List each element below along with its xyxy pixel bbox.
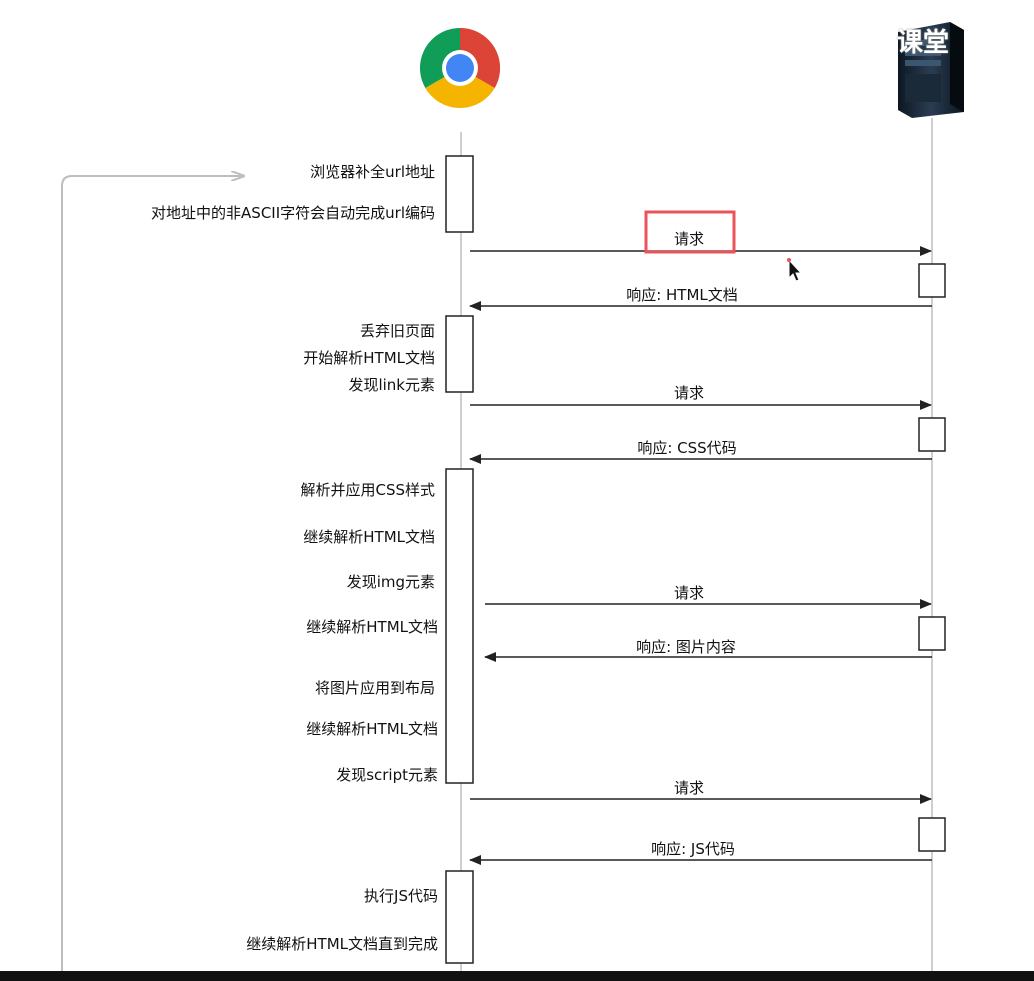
message-label-request: 请求 xyxy=(673,584,705,602)
mouse-cursor-icon xyxy=(787,258,803,282)
browser-activation-2 xyxy=(445,315,474,393)
step-label: 继续解析HTML文档直到完成 xyxy=(246,935,438,953)
message-label-request: 请求 xyxy=(673,384,705,402)
step-label: 浏览器补全url地址 xyxy=(310,163,435,181)
message-label-response: 响应: CSS代码 xyxy=(637,439,737,457)
browser-activation-4 xyxy=(445,870,474,964)
watermark: 课堂 xyxy=(897,28,950,58)
step-label: 发现script元素 xyxy=(336,766,438,784)
loop-arrow xyxy=(61,176,244,972)
server-activation-1 xyxy=(918,263,946,298)
browser-activation-1 xyxy=(445,155,474,233)
server-tower-icon xyxy=(898,22,964,118)
chrome-browser-icon xyxy=(420,28,500,108)
step-label: 将图片应用到布局 xyxy=(314,679,435,697)
message-label-response: 响应: 图片内容 xyxy=(636,638,736,656)
step-label: 执行JS代码 xyxy=(364,887,438,905)
server-activation-4 xyxy=(918,817,946,852)
browser-activation-3 xyxy=(445,468,474,784)
step-label: 开始解析HTML文档 xyxy=(303,349,435,367)
step-label: 解析并应用CSS样式 xyxy=(300,481,435,499)
message-label-response: 响应: JS代码 xyxy=(651,840,735,858)
step-label: 继续解析HTML文档 xyxy=(306,720,438,738)
step-label: 丢弃旧页面 xyxy=(359,322,435,340)
server-activation-2 xyxy=(918,417,946,452)
step-label: 对地址中的非ASCII字符会自动完成url编码 xyxy=(151,204,435,222)
step-label: 继续解析HTML文档 xyxy=(303,528,435,546)
message-label-response: 响应: HTML文档 xyxy=(626,286,738,304)
message-label-request: 请求 xyxy=(673,230,705,248)
bottom-bar xyxy=(0,971,1034,981)
step-label: 发现img元素 xyxy=(346,573,435,591)
server-activation-3 xyxy=(918,616,946,651)
step-label: 继续解析HTML文档 xyxy=(306,618,438,636)
message-label-request: 请求 xyxy=(673,779,705,797)
highlight-box xyxy=(644,210,736,254)
step-label: 发现link元素 xyxy=(348,376,435,394)
